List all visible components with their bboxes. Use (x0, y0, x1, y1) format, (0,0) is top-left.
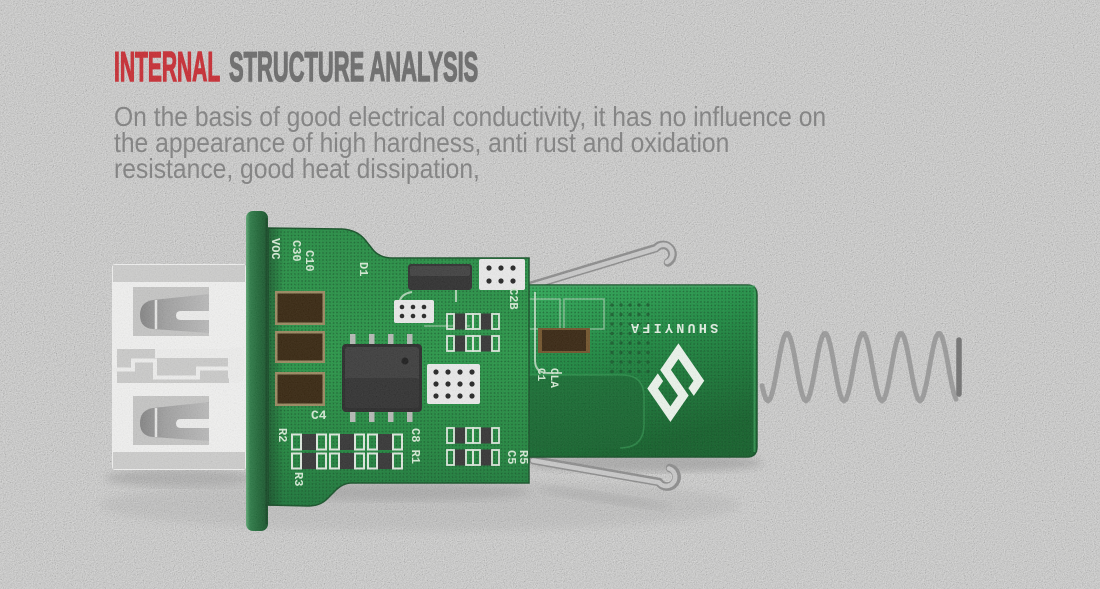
svg-text:R2: R2 (275, 428, 289, 442)
svg-text:SHUNYIFA: SHUNYIFA (628, 319, 718, 334)
svg-text:CLA: CLA (547, 368, 559, 388)
svg-text:R3: R3 (291, 472, 305, 486)
svg-text:C5: C5 (504, 450, 518, 464)
svg-text:C8 R1: C8 R1 (408, 428, 422, 464)
svg-text:R5: R5 (516, 450, 530, 464)
svg-text:C30: C30 (289, 240, 303, 262)
svg-text:D1: D1 (356, 262, 370, 276)
svg-text:VOC: VOC (268, 238, 282, 260)
svg-text:C10: C10 (302, 250, 316, 272)
svg-text:C4: C4 (311, 408, 327, 423)
svg-text:C2B: C2B (506, 288, 520, 310)
